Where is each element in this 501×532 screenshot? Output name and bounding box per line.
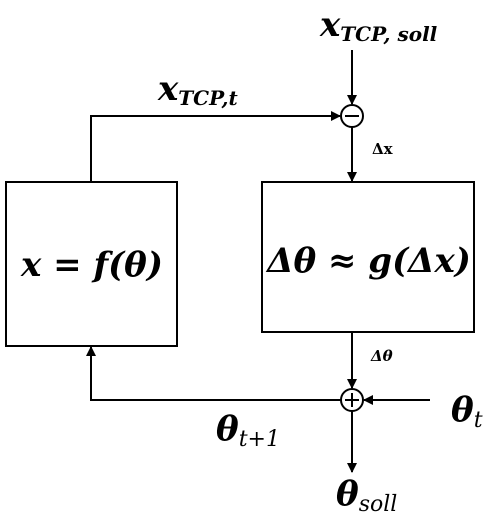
- arrow-theta-t1-feedback: [86, 346, 341, 401]
- label-x-tcp-t: xTCP,t: [157, 69, 239, 110]
- label-x-tcp-soll: xTCP, soll: [319, 5, 438, 46]
- label-delta-x: Δx: [372, 140, 394, 158]
- label-theta-t1: θt+1: [216, 409, 280, 452]
- inverse-update-block: [261, 181, 475, 333]
- inverse-update-equation: Δθ ≈ g(Δx): [265, 241, 471, 281]
- forward-kinematics-equation: x = f(θ): [20, 245, 163, 285]
- arrow-xtcp-t-feedback: [90, 111, 341, 182]
- label-theta-soll: θsoll: [336, 474, 397, 517]
- label-delta-theta-small: Δθ: [370, 347, 393, 365]
- forward-kinematics-block: [5, 181, 178, 347]
- label-theta-t: θt: [451, 390, 483, 433]
